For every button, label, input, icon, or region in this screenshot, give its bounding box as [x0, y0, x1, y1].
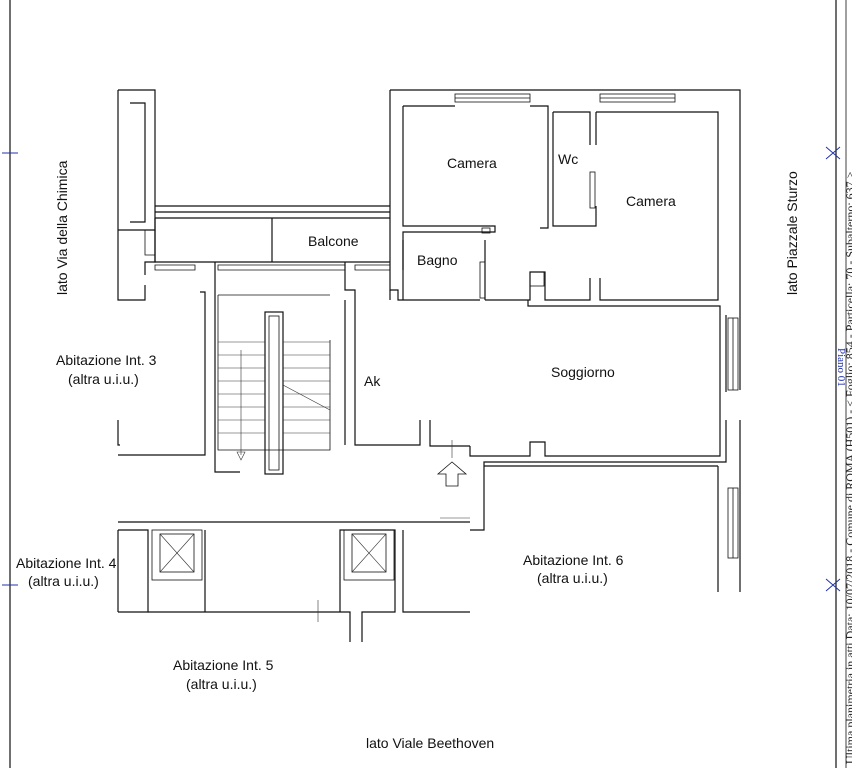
- int4-note: (altra u.i.u.): [28, 573, 99, 589]
- side-label-left: lato Via della Chimica: [54, 160, 70, 295]
- int5-title: Abitazione Int. 5: [173, 657, 274, 673]
- lower-walls: [117, 440, 470, 642]
- side-label-bottom: lato Viale Beethoven: [366, 735, 494, 751]
- room-label-camera-1: Camera: [447, 155, 497, 171]
- room-label-camera-2: Camera: [626, 193, 676, 209]
- windows: [454, 93, 739, 559]
- wall-int3: [117, 89, 240, 473]
- room-label-soggiorno: Soggiorno: [551, 364, 615, 380]
- sheet-label: Piano 01: [835, 348, 847, 387]
- int6-title: Abitazione Int. 6: [523, 552, 624, 568]
- room-label-balcone: Balcone: [308, 233, 359, 249]
- side-labels: lato Via della Chimica lato Piazzale Stu…: [54, 160, 800, 751]
- room-label-ak: Ak: [364, 373, 381, 389]
- apartment-walls: [344, 89, 741, 592]
- margin-texts: Piano 01 Ultima planimetria in atti Data…: [835, 171, 852, 764]
- int4-title: Abitazione Int. 4: [16, 555, 117, 571]
- int3-note: (altra u.i.u.): [68, 371, 139, 387]
- staircase: [217, 294, 331, 475]
- entry-arrow-icon: [436, 461, 468, 487]
- int3-title: Abitazione Int. 3: [56, 352, 157, 368]
- room-label-wc: Wc: [558, 151, 578, 167]
- room-label-bagno: Bagno: [417, 252, 458, 268]
- int5-note: (altra u.i.u.): [186, 676, 257, 692]
- side-label-right: lato Piazzale Sturzo: [784, 171, 800, 295]
- cadastral-stamp: Ultima planimetria in atti Data: 10/07/2…: [843, 171, 852, 764]
- neighbor-labels: Abitazione Int. 3 (altra u.i.u.) Abitazi…: [16, 352, 624, 692]
- room-labels: Camera Wc Camera Balcone Bagno Ak Soggio…: [308, 151, 676, 389]
- int6-note: (altra u.i.u.): [537, 570, 608, 586]
